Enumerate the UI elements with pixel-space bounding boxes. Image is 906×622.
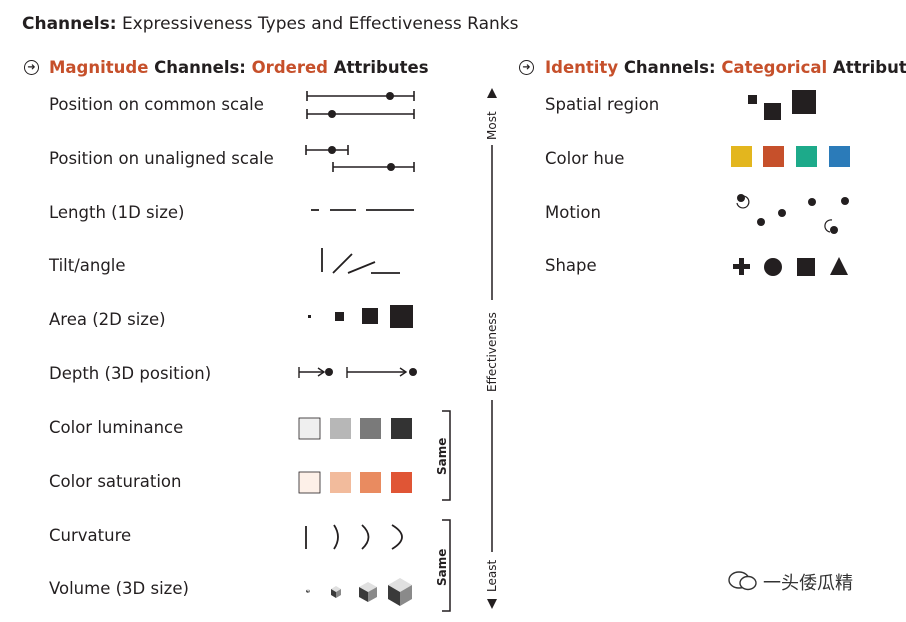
figure-title: Channels: Expressiveness Types and Effec…: [22, 14, 518, 34]
depth-glyph: [298, 367, 408, 378]
identity-header-accent: Identity: [545, 58, 619, 77]
channel-label: Depth (3D position): [49, 364, 212, 383]
luminance-swatch: [391, 418, 412, 439]
title-rest: Expressiveness Types and Effectiveness R…: [121, 14, 519, 34]
arrow-circle-icon: ➜: [24, 60, 39, 75]
saturation-swatch: [330, 472, 351, 493]
hue-swatch: [829, 146, 850, 167]
up-arrow-icon: [487, 88, 497, 98]
luminance-swatch: [360, 418, 381, 439]
title-bold: Channels:: [22, 14, 117, 34]
identity-header-tail: Attributes: [832, 58, 906, 77]
channel-label: Tilt/angle: [49, 256, 126, 275]
identity-header-accent2: Categorical: [721, 58, 828, 77]
channel-label: Color saturation: [49, 472, 182, 491]
channel-label: Position on unaligned scale: [49, 149, 274, 168]
magnitude-header-accent: Magnitude: [49, 58, 149, 77]
saturation-swatch: [391, 472, 412, 493]
luminance-swatches: [298, 417, 412, 440]
same-brackets: [442, 410, 451, 612]
magnitude-header: Magnitude Channels: Ordered Attributes: [49, 58, 429, 77]
luminance-swatch: [298, 417, 321, 440]
magnitude-header-accent2: Ordered: [251, 58, 328, 77]
channel-label: Position on common scale: [49, 95, 264, 114]
position-unaligned-glyph: [305, 145, 415, 172]
saturation-swatch: [360, 472, 381, 493]
magnitude-header-tail: Attributes: [333, 58, 429, 77]
channel-label: Color luminance: [49, 418, 184, 437]
volume-glyph: [306, 578, 412, 606]
watermark-text: 一头倭瓜精: [763, 573, 853, 594]
saturation-swatch: [298, 471, 321, 494]
color-hue-swatches: [731, 146, 850, 167]
channel-label: Curvature: [49, 526, 132, 545]
magnitude-header-mid: Channels:: [154, 58, 246, 77]
identity-header-mid: Channels:: [623, 58, 716, 77]
saturation-swatches: [298, 471, 412, 494]
luminance-swatch: [330, 418, 351, 439]
hue-swatch: [731, 146, 752, 167]
channel-label: Spatial region: [545, 95, 660, 114]
arrow-circle-icon: ➜: [519, 60, 534, 75]
channel-label: Motion: [545, 203, 601, 222]
channel-label: Area (2D size): [49, 310, 166, 329]
motion-glyph: [736, 194, 849, 234]
hue-swatch: [763, 146, 784, 167]
position-common-glyph: [306, 91, 415, 119]
channel-label: Color hue: [545, 149, 625, 168]
spatial-region-glyph: [748, 90, 816, 120]
channel-label: Shape: [545, 256, 597, 275]
wechat-icon: [728, 570, 758, 592]
channel-label: Volume (3D size): [49, 579, 189, 598]
tilt-glyph: [321, 248, 400, 274]
channel-label: Length (1D size): [49, 203, 185, 222]
curvature-glyph: [305, 524, 403, 550]
shape-glyph: [733, 257, 848, 276]
down-arrow-icon: [487, 599, 497, 609]
effectiveness-axis: [487, 88, 497, 609]
identity-header: Identity Channels: Categorical Attribute…: [545, 58, 906, 77]
hue-swatch: [796, 146, 817, 167]
